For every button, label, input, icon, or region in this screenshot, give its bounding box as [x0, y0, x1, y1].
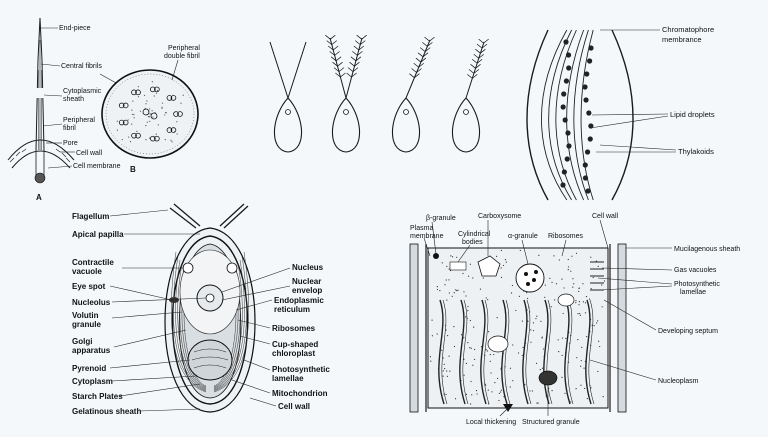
label-peripheral-fibril-2: fibril [63, 125, 76, 132]
label-beta-granule: β-granule [426, 215, 456, 222]
label-photosynthetic-lamellae-1: Photosynthetic [272, 365, 330, 374]
label-cup-shaped-chloroplast-2: chloroplast [272, 349, 315, 358]
right-sheath [618, 244, 626, 412]
alpha-granule [516, 264, 544, 292]
label-thylakoids: Thylakoids [678, 147, 714, 156]
label-cylindrical-bodies-1: Cylindrical [458, 231, 491, 238]
label-golgi-apparatus-2: apparatus [72, 346, 111, 355]
label-photosynthetic-lamellae-2: lamellae [272, 374, 304, 383]
label-local-thickening: Local thickening [466, 419, 516, 426]
label-peripheral-fibril-1: Peripheral [63, 117, 95, 124]
label-structured-granule: Structured granule [522, 419, 580, 426]
label-pore: Pore [63, 140, 78, 147]
label-cell-wall-cyano: Cell wall [592, 213, 619, 220]
label-photosynthetic-lamellae-cyano-2: lamellae [680, 289, 706, 296]
label-nucleolus: Nucleolus [72, 298, 111, 307]
contractile-vacuole [183, 263, 193, 273]
left-sheath [410, 244, 418, 412]
label-cytoplasmic-sheath-1: Cytoplasmic [63, 88, 102, 95]
label-cell-wall-chlamy: Cell wall [278, 402, 310, 411]
label-chromatophore-membrane-2: membrance [662, 35, 702, 44]
label-b: B [130, 165, 136, 174]
label-carboxysome: Carboxysome [478, 213, 521, 220]
label-nuclear-envelop-1: Nuclear [292, 277, 321, 286]
label-peripheral-double-fibril-2: double fibril [164, 53, 200, 60]
cylindrical-bodies [450, 262, 466, 270]
label-contractile-vacuole-2: vacuole [72, 267, 102, 276]
label-chromatophore-membrane-1: Chromatophore [662, 25, 714, 34]
label-cell-membrane: Cell membrane [73, 163, 121, 170]
label-alpha-granule: α-granule [508, 233, 538, 240]
label-plasma-membrane-2: membrane [410, 233, 444, 240]
label-endoplasmic-reticulum-2: reticulum [274, 305, 310, 314]
label-lipid-droplets: Lipid droplets [670, 110, 715, 119]
label-starch-plates: Starch Plates [72, 392, 123, 401]
label-gas-vacuoles: Gas vacuoles [674, 267, 717, 274]
label-ribosomes-cyano: Ribosomes [548, 233, 584, 240]
label-cup-shaped-chloroplast-1: Cup-shaped [272, 340, 318, 349]
label-peripheral-double-fibril-1: Peripheral [168, 45, 200, 52]
label-endoplasmic-reticulum-1: Endoplasmic [274, 296, 324, 305]
label-end-piece: End-piece [59, 25, 91, 32]
label-a: A [36, 193, 42, 202]
label-nuclear-envelop-2: envelop [292, 286, 322, 295]
label-nucleus: Nucleus [292, 263, 324, 272]
eye-spot [169, 297, 179, 303]
label-volutin-granule-1: Volutin [72, 311, 99, 320]
nucleoplasm-region [488, 336, 508, 352]
label-cytoplasm: Cytoplasm [72, 377, 113, 386]
label-golgi-apparatus-1: Golgi [72, 337, 92, 346]
label-ribosomes: Ribosomes [272, 324, 316, 333]
structured-granule [539, 371, 557, 385]
label-plasma-membrane-1: Plasma [410, 225, 433, 232]
label-nucleoplasm: Nucleoplasm [658, 378, 699, 385]
label-pyrenoid: Pyrenoid [72, 364, 106, 373]
label-mitochondrion: Mitochondrion [272, 389, 328, 398]
label-volutin-granule-2: granule [72, 320, 101, 329]
label-gelatinous-sheath: Gelatinous sheath [72, 407, 141, 416]
nucleolus [206, 294, 214, 302]
label-cylindrical-bodies-2: bodies [462, 239, 483, 246]
label-contractile-vacuole-1: Contractile [72, 258, 114, 267]
label-developing-septum: Developing septum [658, 328, 718, 335]
label-cytoplasmic-sheath-2: sheath [63, 96, 84, 103]
pyrenoid [188, 340, 232, 380]
label-central-fibrils: Central fibrils [61, 63, 102, 70]
label-apical-papilla: Apical papilla [72, 230, 124, 239]
label-mucilagenous-sheath: Mucilagenous sheath [674, 246, 740, 253]
label-eye-spot: Eye spot [72, 282, 106, 291]
label-flagellum: Flagellum [72, 212, 109, 221]
label-cell-wall: Cell wall [76, 150, 103, 157]
label-photosynthetic-lamellae-cyano-1: Photosynthetic [674, 281, 720, 288]
basal-granule [35, 173, 45, 183]
